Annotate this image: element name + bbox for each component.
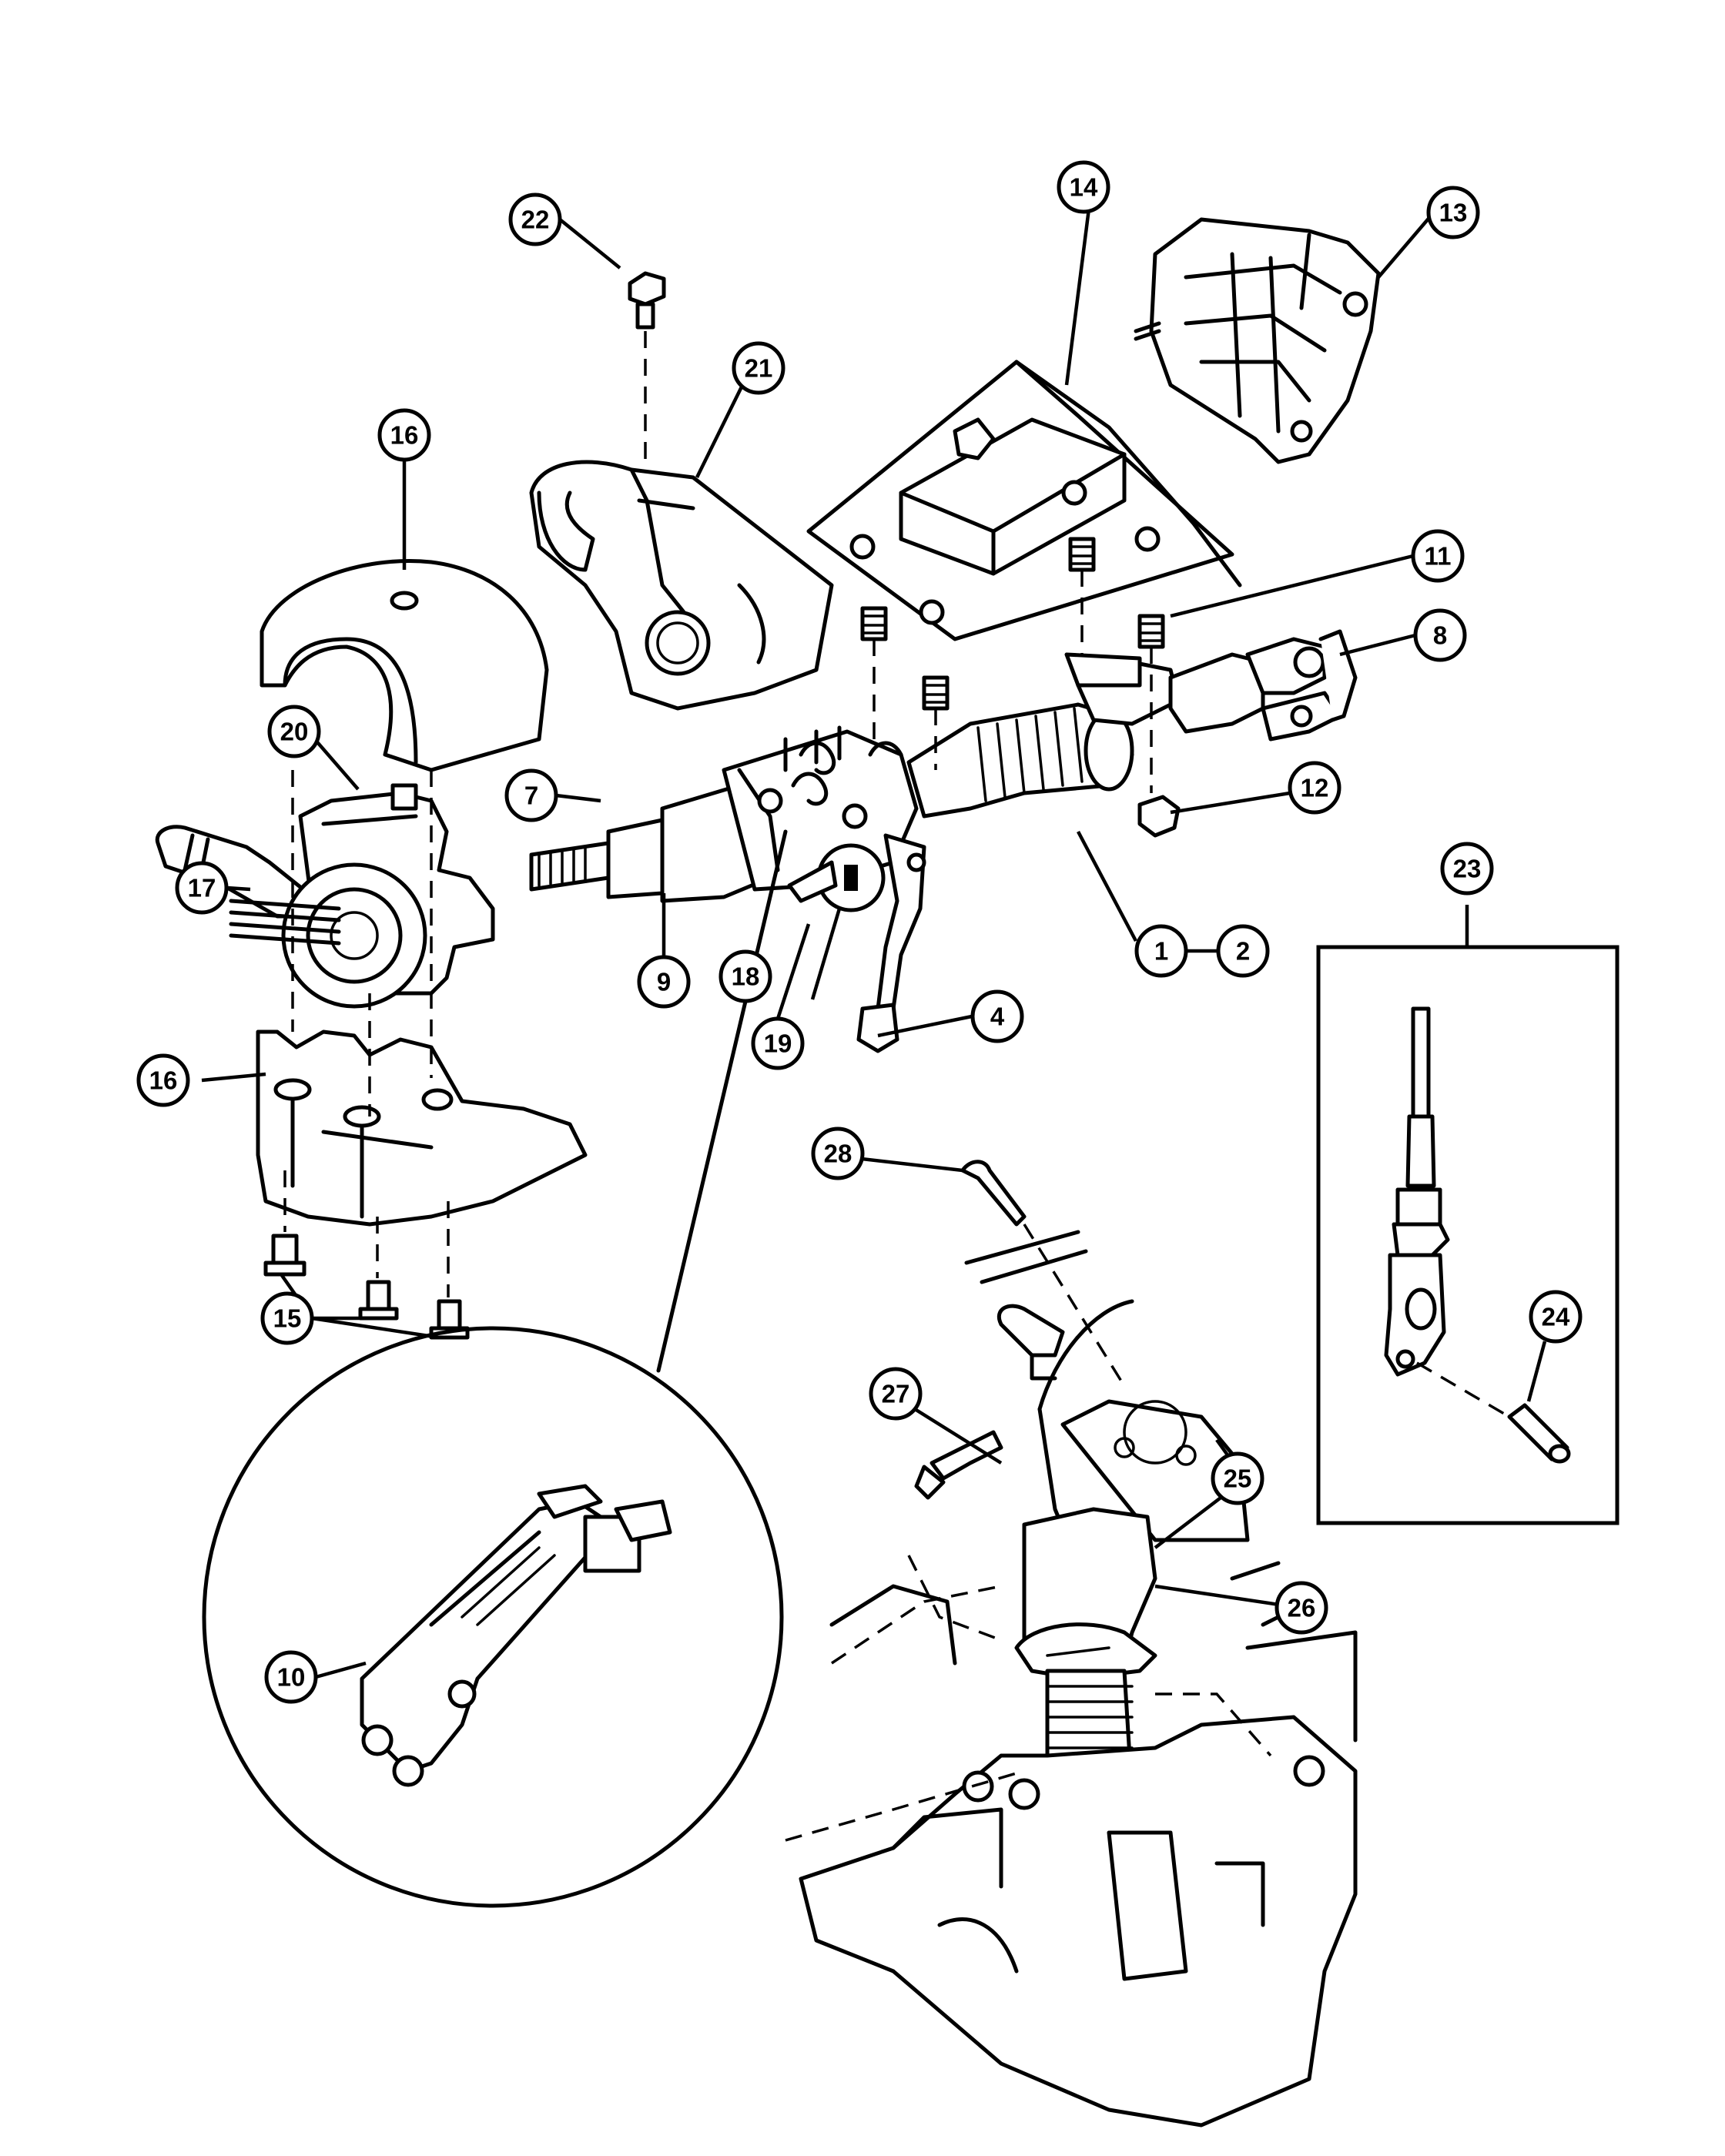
part-4-tilt-lever	[856, 833, 926, 1053]
part-13-bracket	[1134, 217, 1381, 464]
callout-28: 28	[811, 1127, 865, 1180]
callout-17-label: 17	[188, 874, 216, 902]
callout-7-label: 7	[524, 782, 538, 810]
callout-4-label: 4	[990, 1003, 1005, 1031]
callout-18-label: 18	[732, 962, 760, 991]
callout-22-label: 22	[521, 206, 550, 234]
callout-7: 7	[504, 768, 558, 822]
part-21-shroud	[529, 460, 834, 711]
callout-21-label: 21	[745, 354, 773, 383]
part-16-upper-cover	[260, 558, 549, 772]
callout-11-label: 11	[1425, 542, 1452, 571]
callout-23-label: 23	[1453, 855, 1482, 883]
callout-21: 21	[732, 341, 785, 395]
callout-23: 23	[1440, 842, 1494, 896]
callout-28-label: 28	[824, 1140, 852, 1168]
callout-17: 17	[175, 861, 229, 915]
callout-1: 1	[1134, 924, 1188, 978]
part-1-2-lower-shaft	[906, 660, 1181, 819]
callout-2-label: 2	[1236, 937, 1250, 966]
callout-26-label: 26	[1288, 1594, 1316, 1622]
callout-14: 14	[1057, 160, 1110, 214]
callout-13-label: 13	[1439, 199, 1468, 227]
callout-27: 27	[869, 1367, 923, 1421]
part-17-multifunction-switch	[155, 825, 427, 1009]
callout-10: 10	[264, 1650, 318, 1704]
callout-16-lower: 16	[136, 1053, 190, 1107]
callout-1-label: 1	[1154, 937, 1168, 966]
callout-11: 11	[1411, 529, 1465, 583]
part-28-cotter-pin	[960, 1160, 1126, 1387]
callout-14-label: 14	[1070, 173, 1098, 202]
part-23-inset-box	[1316, 945, 1619, 1525]
column-shaft-assembly	[529, 725, 919, 912]
callout-16-upper: 16	[377, 408, 431, 462]
callout-12: 12	[1288, 761, 1341, 815]
callout-13: 13	[1426, 186, 1480, 239]
callout-20-label: 20	[280, 718, 309, 746]
callout-16-lower-label: 16	[149, 1066, 178, 1095]
callout-9-label: 9	[657, 968, 671, 996]
callout-15-label: 15	[273, 1304, 302, 1333]
callout-20: 20	[267, 705, 321, 758]
part-16-lower-cover	[256, 1029, 588, 1227]
callout-9: 9	[637, 955, 691, 1009]
callout-18: 18	[718, 949, 772, 1003]
callout-10-label: 10	[277, 1663, 306, 1692]
callout-27-label: 27	[882, 1380, 910, 1408]
callout-22: 22	[508, 192, 562, 246]
callout-19-label: 19	[764, 1029, 792, 1058]
part-8-universal-joint	[1168, 629, 1358, 742]
callout-15: 15	[260, 1291, 314, 1345]
part-14-mounting-plate	[806, 360, 1242, 641]
callout-12-label: 12	[1301, 774, 1329, 802]
callout-8-label: 8	[1433, 621, 1447, 650]
part-25-26-boot-and-floor	[785, 1230, 1358, 2128]
callout-26: 26	[1274, 1581, 1328, 1635]
callout-8: 8	[1413, 608, 1467, 662]
callout-25: 25	[1211, 1451, 1264, 1505]
callout-16-upper-label: 16	[390, 421, 419, 450]
callout-19: 19	[751, 1016, 805, 1070]
part-10-inset-detail	[202, 829, 788, 1908]
callout-24-label: 24	[1542, 1303, 1570, 1331]
part-27-bolt	[914, 1304, 1065, 1500]
callout-24: 24	[1529, 1290, 1583, 1344]
callout-25-label: 25	[1224, 1465, 1252, 1493]
callout-2: 2	[1216, 924, 1270, 978]
part-22-bolt	[628, 271, 666, 493]
part-11-12-springs-and-nut	[860, 537, 1181, 838]
callout-4: 4	[970, 989, 1024, 1043]
